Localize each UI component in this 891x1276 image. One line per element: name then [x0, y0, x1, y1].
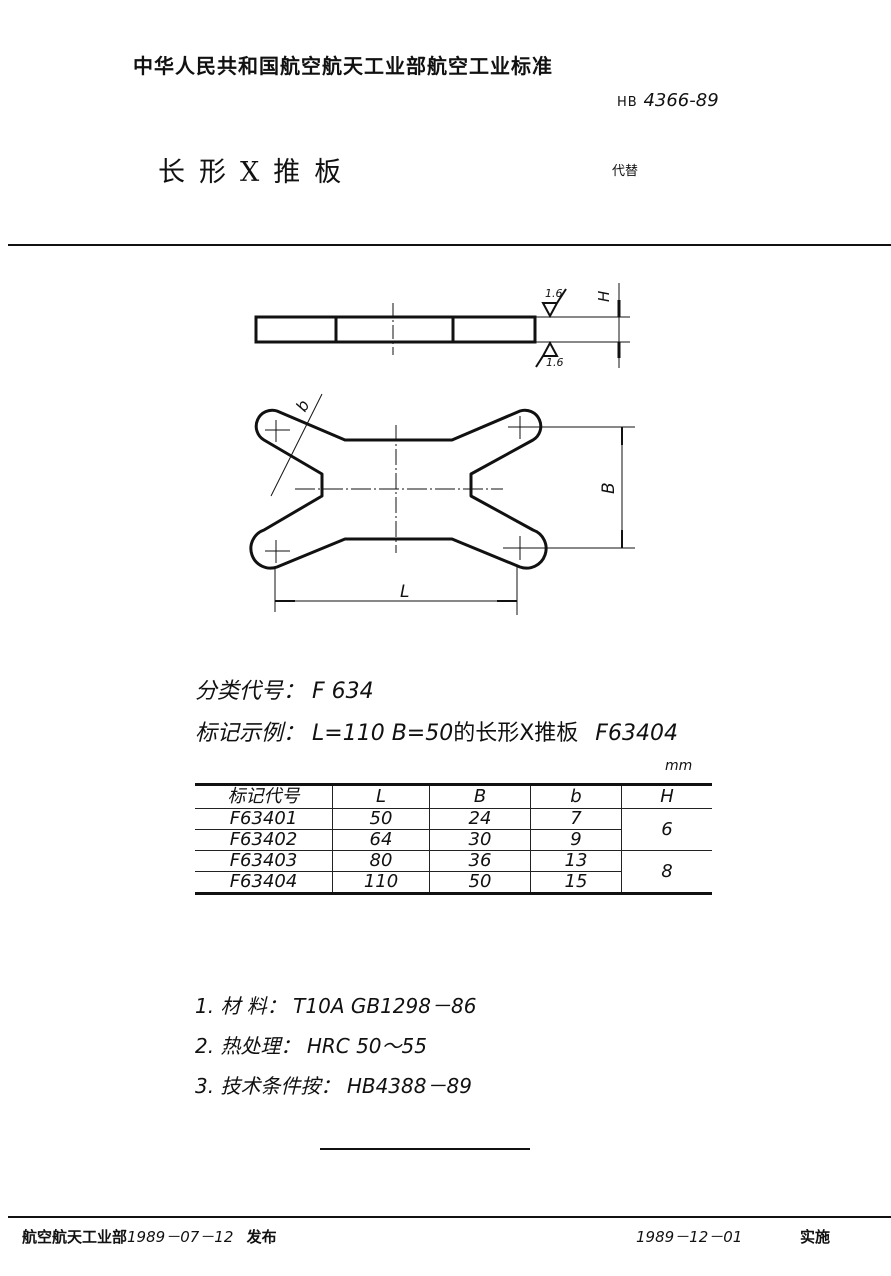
cell-code: F63401 — [229, 808, 298, 829]
classification-value: F 634 — [312, 679, 374, 704]
cell-B: 30 — [429, 829, 531, 851]
dimension-H-label: H — [595, 291, 613, 302]
issue-date: 1989－07－12 — [127, 1228, 234, 1246]
cell-b: 9 — [530, 829, 622, 851]
cell-L: 50 — [332, 808, 430, 830]
issuer: 航空航天工业部 — [22, 1228, 128, 1246]
effective-label: 实施 — [800, 1228, 831, 1246]
replaces-label: 代替 — [612, 164, 639, 179]
marking-desc: 的长形X推板 — [453, 721, 579, 746]
table-header-row: 标记代号 L B b H — [195, 783, 712, 809]
marking-code: F63404 — [595, 721, 678, 746]
note-value: T10A GB1298－86 — [293, 994, 477, 1018]
cell-code: F63402 — [195, 829, 333, 851]
footer-divider — [8, 1216, 891, 1218]
standard-code: HB 4366-89 — [617, 90, 719, 111]
header-code: 标记代号 — [195, 783, 333, 809]
cell-H: 8 — [621, 850, 712, 895]
cell-b: 15 — [530, 871, 622, 895]
table-unit: mm — [665, 758, 693, 774]
top-view — [249, 393, 635, 615]
cell-H: 6 — [621, 808, 712, 851]
cell-code: F63403 — [195, 850, 333, 872]
end-rule — [320, 1148, 530, 1150]
cell-b: 7 — [530, 808, 622, 830]
dimension-L-label: L — [400, 582, 409, 602]
roughness-bottom: 1.6 — [546, 356, 564, 369]
standard-prefix: HB — [617, 95, 638, 110]
note-technical-conditions: 3. 技术条件按： HB4388－89 — [195, 1070, 472, 1099]
header-H: H — [621, 783, 712, 809]
marking-example-line: 标记示例： L=110 B=50的长形X推板 F63404 — [195, 715, 678, 747]
note-value: HRC 50～55 — [306, 1034, 427, 1058]
spec-table: 标记代号 L B b H F63401 50 24 7 6 F63402 64 … — [195, 783, 712, 895]
issue-label: 发布 — [246, 1228, 277, 1246]
classification-label: 分类代号： — [195, 679, 306, 704]
table-row: F63402 64 30 9 — [195, 829, 712, 851]
header-B: B — [429, 783, 531, 809]
note-material: 1. 材 料： T10A GB1298－86 — [195, 990, 476, 1019]
marking-label: 标记示例： — [195, 721, 306, 746]
issuing-organization: 中华人民共和国航空航天工业部航空工业标准 — [133, 54, 553, 78]
marking-params: L=110 B=50 — [312, 721, 454, 746]
note-label: 3. 技术条件按： — [195, 1074, 341, 1098]
header-divider — [8, 244, 891, 246]
table-row: F63401 50 24 7 6 — [195, 808, 712, 851]
dimension-B-label: B — [599, 482, 619, 494]
header-b: b — [530, 783, 622, 809]
footer-issue: 航空航天工业部1989－07－12 发布 — [22, 1226, 277, 1247]
cell-B: 24 — [429, 808, 531, 830]
table-row: F63403 80 36 13 8 — [195, 850, 712, 895]
header-L: L — [332, 783, 430, 809]
note-label: 1. 材 料： — [195, 994, 287, 1018]
dimension-b-label: b — [292, 397, 314, 415]
note-value: HB4388－89 — [346, 1074, 472, 1098]
note-heat-treatment: 2. 热处理： HRC 50～55 — [195, 1030, 427, 1059]
side-view — [254, 283, 630, 368]
note-label: 2. 热处理： — [195, 1034, 301, 1058]
technical-drawing: 1.6 1.6 H b B L — [249, 283, 635, 615]
roughness-top: 1.6 — [545, 287, 563, 300]
cell-L: 110 — [332, 871, 430, 895]
page-title: 长形X推板 — [158, 157, 356, 188]
classification-line: 分类代号： F 634 — [195, 673, 374, 705]
cell-code: F63404 — [195, 871, 333, 895]
cell-L: 64 — [332, 829, 430, 851]
cell-L: 80 — [332, 850, 430, 872]
cell-B: 50 — [429, 871, 531, 895]
cell-B: 36 — [429, 850, 531, 872]
effective-date: 1989－12－01 — [636, 1228, 743, 1246]
standard-number: 4366-89 — [643, 90, 719, 111]
cell-b: 13 — [530, 850, 622, 872]
table-row: F63404 110 50 15 — [195, 871, 712, 895]
